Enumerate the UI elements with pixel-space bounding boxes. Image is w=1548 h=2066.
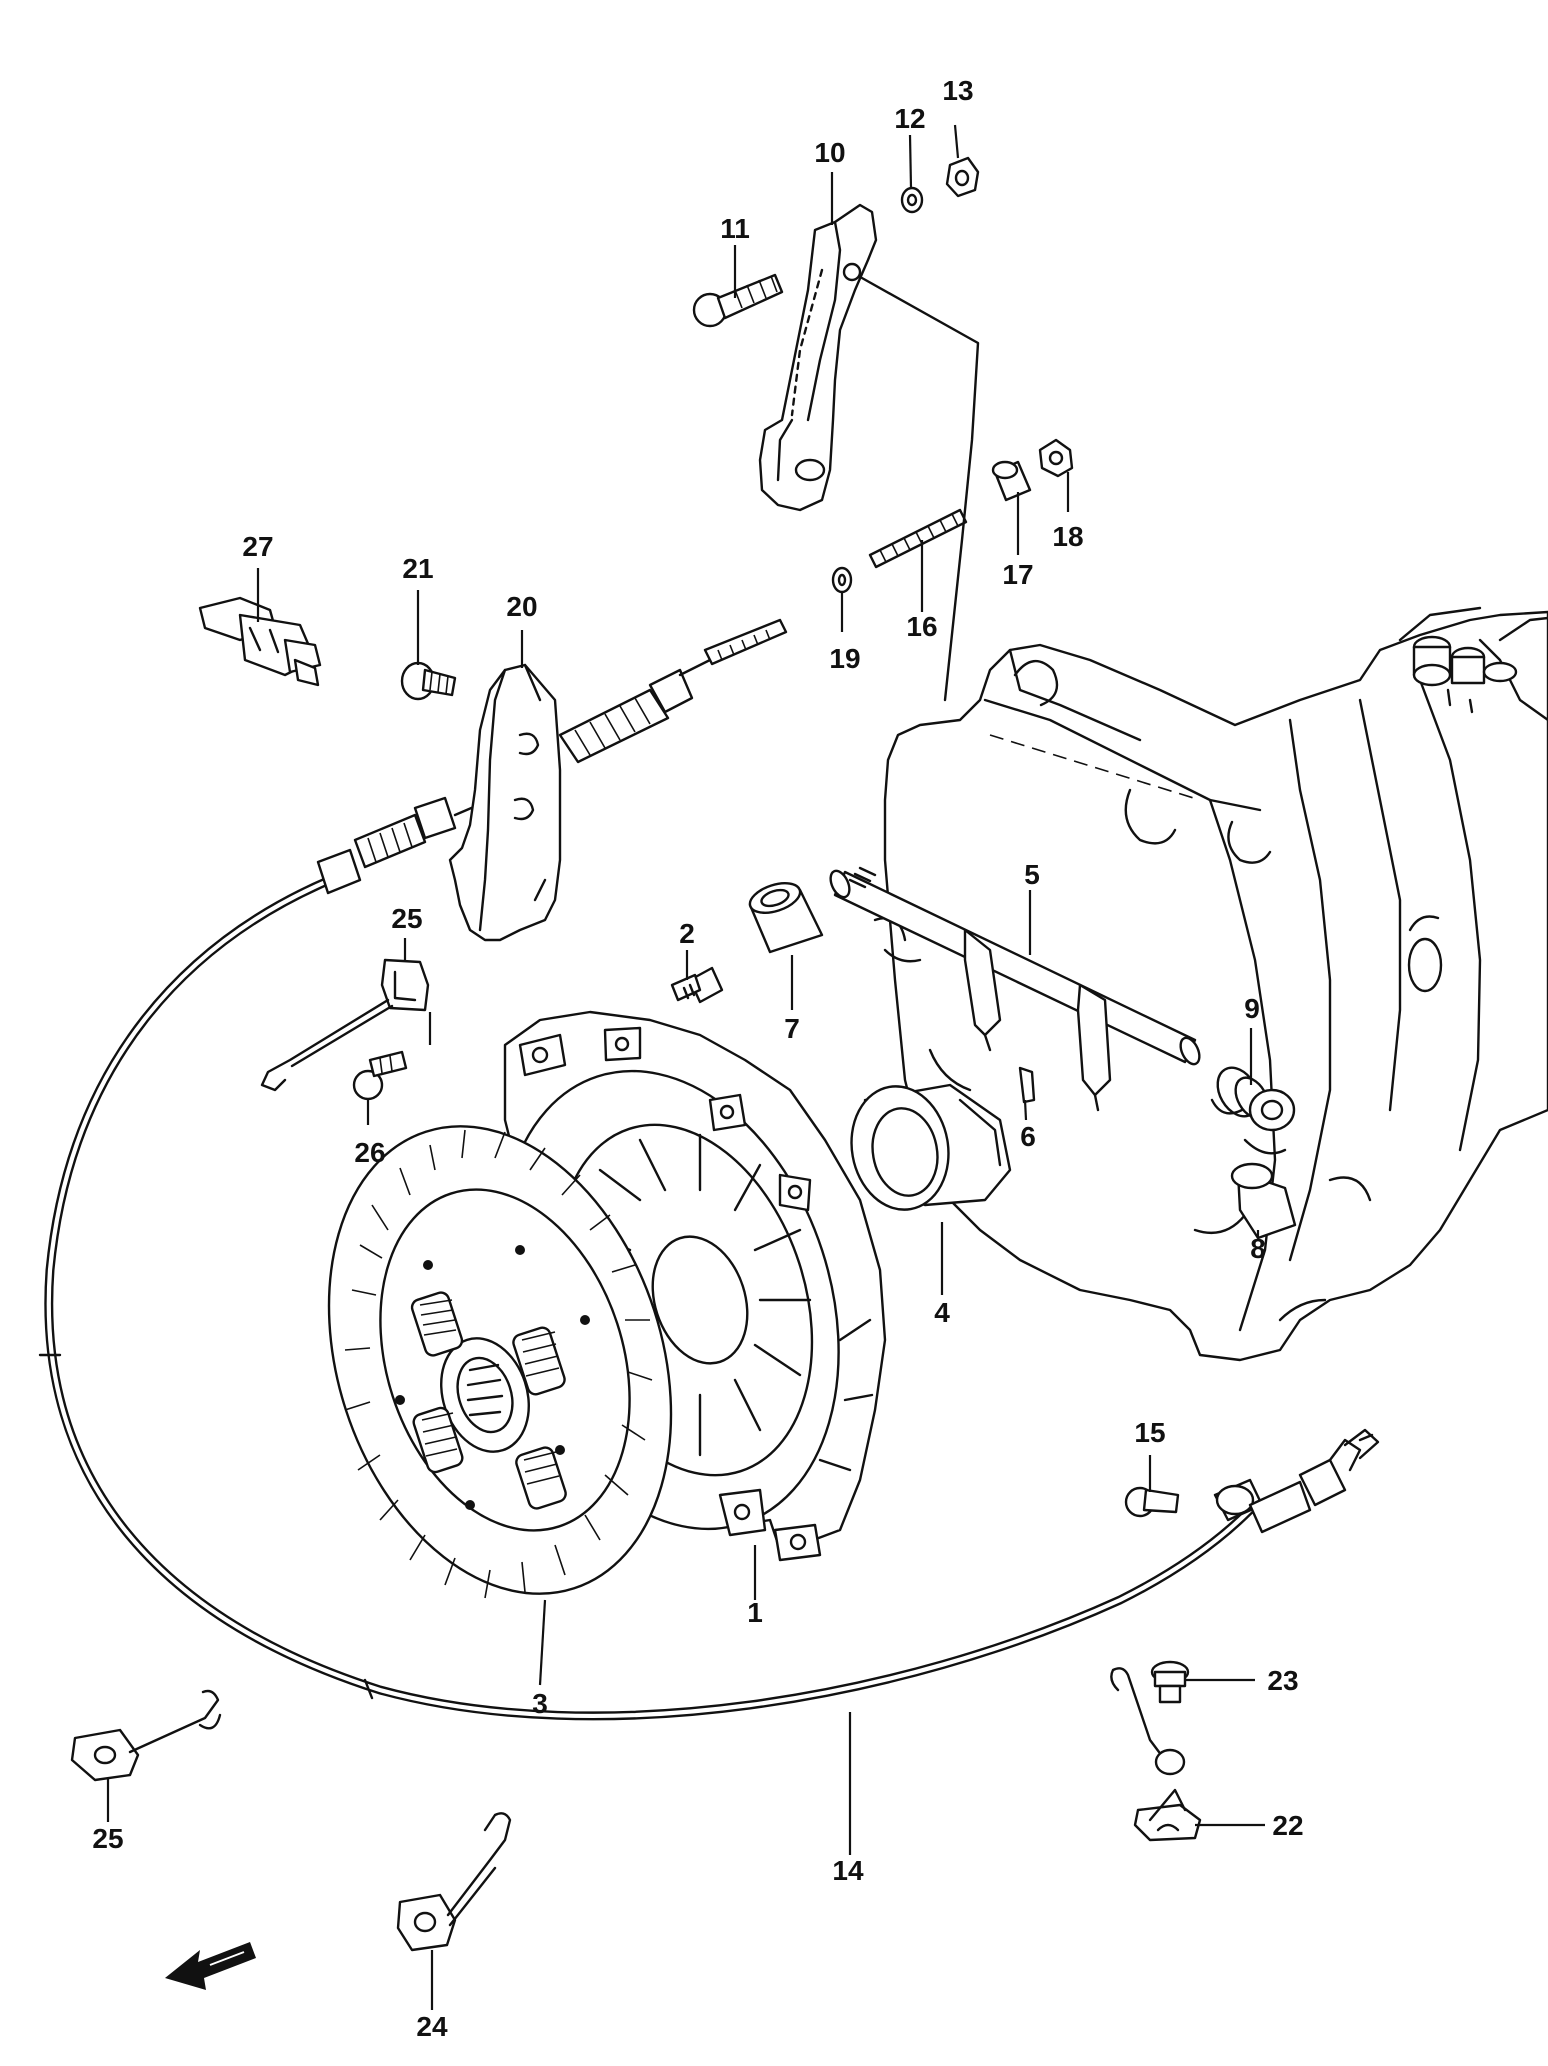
callout-1: 1 — [747, 1597, 763, 1628]
clutch-disc — [327, 1125, 673, 1599]
nut-part-13 — [945, 156, 980, 198]
release-shaft — [829, 866, 1201, 1112]
callout-16: 16 — [906, 611, 937, 642]
callout-19: 19 — [829, 643, 860, 674]
bushing-part-7 — [748, 882, 824, 954]
link-rod — [860, 276, 980, 702]
callout-6: 6 — [1020, 1121, 1036, 1152]
callout-11: 11 — [720, 213, 750, 244]
housing-top-bosses — [1412, 635, 1518, 714]
bolt-part-26 — [352, 1050, 408, 1101]
callout-14: 14 — [832, 1855, 864, 1886]
bolt-part-11 — [692, 273, 784, 328]
washer-part-12 — [900, 186, 924, 214]
clip-part-25-lower — [70, 1689, 222, 1782]
release-bearing — [850, 1083, 1012, 1211]
callout-5: 5 — [1024, 859, 1040, 890]
bolt-part-2 — [670, 966, 724, 1004]
callout-26: 26 — [354, 1137, 385, 1168]
callout-labels: 1 2 3 4 5 6 7 8 9 10 11 12 13 14 15 16 1… — [92, 75, 1303, 2042]
callout-15: 15 — [1134, 1417, 1165, 1448]
clip-part-22 — [1110, 1667, 1202, 1842]
callout-7: 7 — [784, 1013, 800, 1044]
clutch-cover — [483, 1010, 887, 1562]
callout-22: 22 — [1272, 1810, 1303, 1841]
nut-part-18 — [1038, 438, 1074, 478]
callout-9: 9 — [1244, 993, 1260, 1024]
callout-25-lower: 25 — [92, 1823, 123, 1854]
cable-adjust-thread — [353, 796, 492, 869]
bracket-part-10 — [758, 203, 878, 512]
transmission-housing — [873, 606, 1548, 1362]
leader-lines — [106, 124, 1265, 2010]
cable-end-spring — [558, 618, 788, 764]
callout-17: 17 — [1002, 559, 1033, 590]
callout-10: 10 — [814, 137, 845, 168]
clutch-cable — [38, 796, 1380, 1721]
callout-25-upper: 25 — [391, 903, 422, 934]
clip-part-25-upper — [260, 958, 430, 1092]
spring-part-9 — [1210, 1066, 1296, 1132]
clip-part-24 — [396, 1812, 512, 1952]
callout-13: 13 — [942, 75, 973, 106]
bolt-part-15 — [1124, 1486, 1180, 1518]
bushing-part-17 — [991, 460, 1032, 502]
callout-20: 20 — [506, 591, 537, 622]
clutch-switch-part-27 — [198, 596, 322, 687]
callout-21: 21 — [402, 553, 433, 584]
callout-2: 2 — [679, 918, 695, 949]
callout-12: 12 — [894, 103, 925, 134]
callout-23: 23 — [1267, 1665, 1298, 1696]
callout-27: 27 — [242, 531, 273, 562]
cable-bracket — [448, 663, 562, 942]
bushing-part-8 — [1230, 1162, 1297, 1240]
front-direction-arrow-icon — [165, 1942, 256, 1990]
callout-18: 18 — [1052, 521, 1083, 552]
friction-grooves — [344, 1129, 653, 1599]
pin-part-6 — [1018, 1066, 1036, 1104]
damper-springs — [410, 1291, 567, 1510]
spring-part-16 — [868, 508, 968, 569]
callout-24: 24 — [416, 2011, 448, 2042]
callout-3: 3 — [532, 1688, 548, 1719]
callout-8: 8 — [1250, 1233, 1266, 1264]
bolt-part-23 — [1150, 1660, 1190, 1704]
bolt-part-21 — [400, 661, 457, 701]
washer-part-19 — [831, 566, 853, 594]
callout-4: 4 — [934, 1297, 950, 1328]
